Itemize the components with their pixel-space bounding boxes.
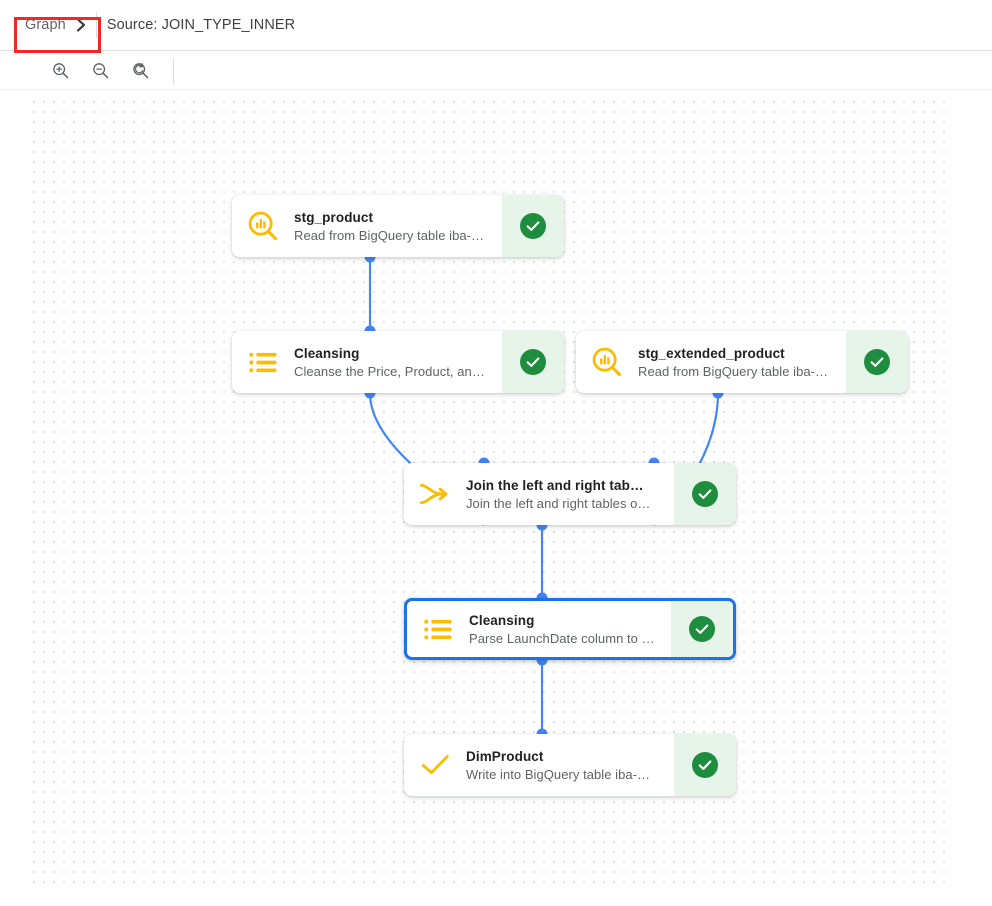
node-description: Read from BigQuery table iba-… xyxy=(638,363,829,379)
breadcrumb-root-link[interactable]: Graph xyxy=(25,17,66,33)
node-port[interactable] xyxy=(364,251,376,263)
node-description: Write into BigQuery table iba-… xyxy=(466,766,651,782)
graph-toolbar xyxy=(0,52,992,90)
zoom-out-icon xyxy=(92,63,108,79)
check-circle-icon xyxy=(692,481,718,507)
toolbar-divider xyxy=(173,57,174,84)
bigquery-source-icon xyxy=(576,331,638,393)
node-title: Join the left and right tab… xyxy=(466,477,644,493)
chevron-right-icon[interactable] xyxy=(76,18,87,32)
zoom-in-button[interactable] xyxy=(45,56,75,86)
node-port[interactable] xyxy=(536,519,548,531)
check-circle-icon xyxy=(689,616,715,642)
check-circle-icon xyxy=(692,752,718,778)
check-circle-icon xyxy=(520,349,546,375)
node-text: Join the left and right tab… Join the lef… xyxy=(466,463,674,525)
list-cleansing-icon xyxy=(407,601,469,657)
breadcrumb-divider xyxy=(95,12,97,38)
status-badge xyxy=(846,331,908,393)
node-description: Join the left and right tables o… xyxy=(466,495,651,511)
graph-node-join_node[interactable]: Join the left and right tab… Join the lef… xyxy=(404,463,736,525)
zoom-out-button[interactable] xyxy=(85,56,115,86)
node-port[interactable] xyxy=(364,387,376,399)
node-title: Cleansing xyxy=(294,345,360,361)
check-circle-icon xyxy=(864,349,890,375)
bigquery-source-icon xyxy=(232,195,294,257)
node-port[interactable] xyxy=(536,654,548,666)
breadcrumb: Graph Source: JOIN_TYPE_INNER xyxy=(25,8,295,42)
status-badge xyxy=(674,463,736,525)
node-description: Cleanse the Price, Product, an… xyxy=(294,363,485,379)
node-title: stg_extended_product xyxy=(638,345,785,361)
node-title: Cleansing xyxy=(469,612,535,628)
page-header: Graph Source: JOIN_TYPE_INNER xyxy=(0,0,992,51)
zoom-reset-icon xyxy=(132,63,148,79)
status-badge xyxy=(502,195,564,257)
zoom-reset-button[interactable] xyxy=(125,56,155,86)
node-title: DimProduct xyxy=(466,748,544,764)
zoom-in-icon xyxy=(52,63,68,79)
write-check-icon xyxy=(404,734,466,796)
node-port[interactable] xyxy=(712,387,724,399)
breadcrumb-current-label: Source: JOIN_TYPE_INNER xyxy=(106,17,296,33)
check-circle-icon xyxy=(520,213,546,239)
list-cleansing-icon xyxy=(232,331,294,393)
status-badge xyxy=(674,734,736,796)
status-badge xyxy=(671,601,733,657)
node-description: Read from BigQuery table iba-… xyxy=(294,227,485,243)
node-description: Parse LaunchDate column to … xyxy=(469,630,655,646)
status-badge xyxy=(502,331,564,393)
join-merge-icon xyxy=(404,463,466,525)
node-title: stg_product xyxy=(294,209,374,225)
